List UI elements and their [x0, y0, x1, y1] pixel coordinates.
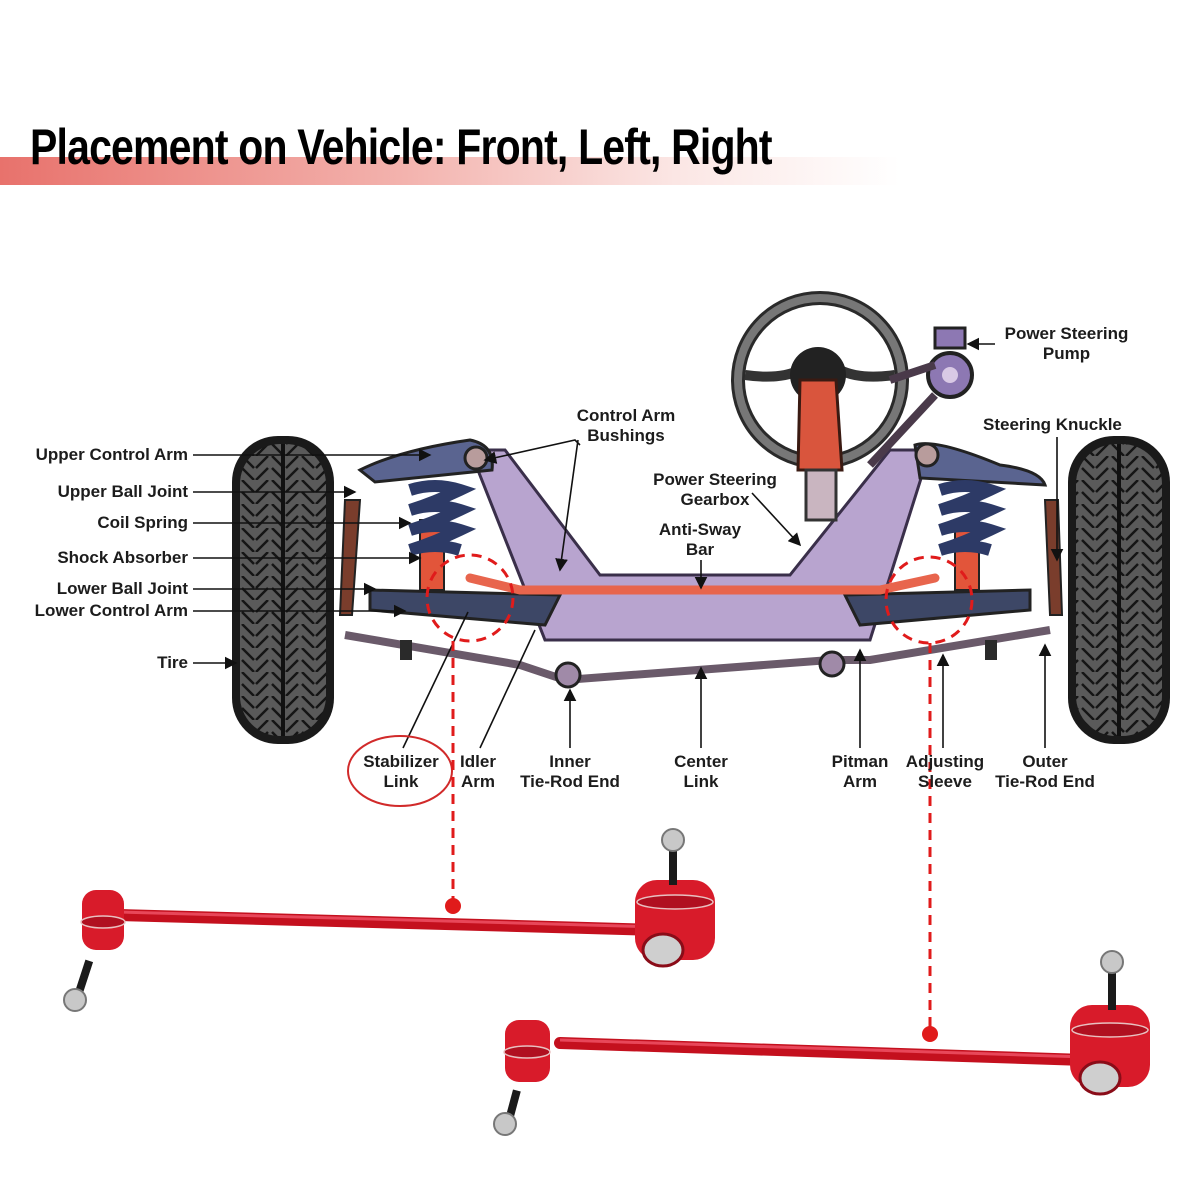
anti-sway-bar [465, 573, 940, 595]
leader-lines [193, 337, 1064, 749]
label-coil-spring: Coil Spring [97, 513, 188, 532]
label-outer-tie-rod-end: Outer Tie-Rod End [995, 752, 1095, 791]
label-steering-knuckle: Steering Knuckle [983, 415, 1122, 434]
connector-dot-left [445, 898, 461, 914]
label-upper-control-arm: Upper Control Arm [35, 445, 188, 464]
label-inner-tie-rod-end: Inner Tie-Rod End [520, 752, 620, 791]
left-tire [232, 436, 334, 744]
label-anti-sway-bar: Anti-Sway Bar [658, 520, 742, 559]
title-accent-bar [0, 157, 900, 185]
right-tire [1068, 436, 1170, 744]
label-power-steering-pump: Power Steering Pump [1004, 324, 1129, 363]
label-tire: Tire [157, 653, 188, 672]
highlight-circle-left [425, 553, 515, 643]
label-lower-ball-joint: Lower Ball Joint [56, 579, 188, 598]
power-steering-pump [867, 326, 974, 468]
steering-knuckle-right [1043, 499, 1064, 616]
highlight-circle-right [884, 555, 974, 645]
label-pitman-arm: Pitman Arm [831, 752, 889, 791]
label-stabilizer-link: Stabilizer Link [363, 752, 439, 791]
connector-dot-right [922, 1026, 938, 1042]
page-title: Placement on Vehicle: Front, Left, Right [30, 119, 773, 175]
label-adjusting-sleeve: Adjusting Sleeve [905, 752, 985, 791]
label-idler-arm: Idler Arm [460, 752, 496, 791]
stabilizer-link-product-2 [493, 950, 1150, 1136]
label-upper-ball-joint: Upper Ball Joint [57, 482, 188, 501]
label-control-arm-bushings: Control Arm Bushings [576, 406, 676, 445]
lower-control-arm-right [842, 588, 1032, 627]
label-power-steering-gearbox: Power Steering Gearbox [653, 470, 777, 509]
stabilizer-link-highlight [347, 735, 453, 807]
label-lower-control-arm: Lower Control Arm [34, 601, 188, 620]
label-shock-absorber: Shock Absorber [57, 548, 188, 567]
label-center-link: Center Link [674, 752, 728, 791]
stabilizer-link-product-1 [63, 828, 715, 1012]
